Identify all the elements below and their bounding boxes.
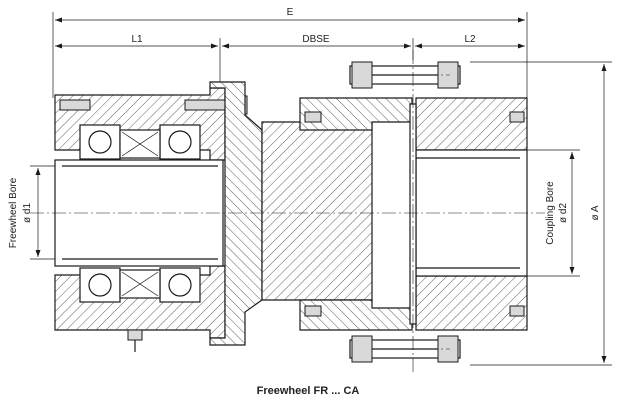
caption: Freewheel FR ... CA: [257, 385, 360, 397]
label-coupling-bore: Coupling Bore: [545, 181, 556, 245]
label-d1: ø d1: [22, 203, 33, 223]
label-l2: L2: [464, 34, 476, 45]
label-a: ø A: [590, 205, 601, 220]
label-l1: L1: [131, 34, 143, 45]
label-d2: ø d2: [558, 203, 569, 223]
center-lines: [30, 50, 545, 372]
label-freewheel-bore: Freewheel Bore: [8, 177, 19, 248]
coupling-assembly: [261, 61, 528, 363]
dimension-lines: [30, 12, 612, 366]
label-dbse: DBSE: [302, 34, 330, 45]
freewheel-assembly: [54, 81, 263, 352]
label-e: E: [287, 7, 294, 18]
